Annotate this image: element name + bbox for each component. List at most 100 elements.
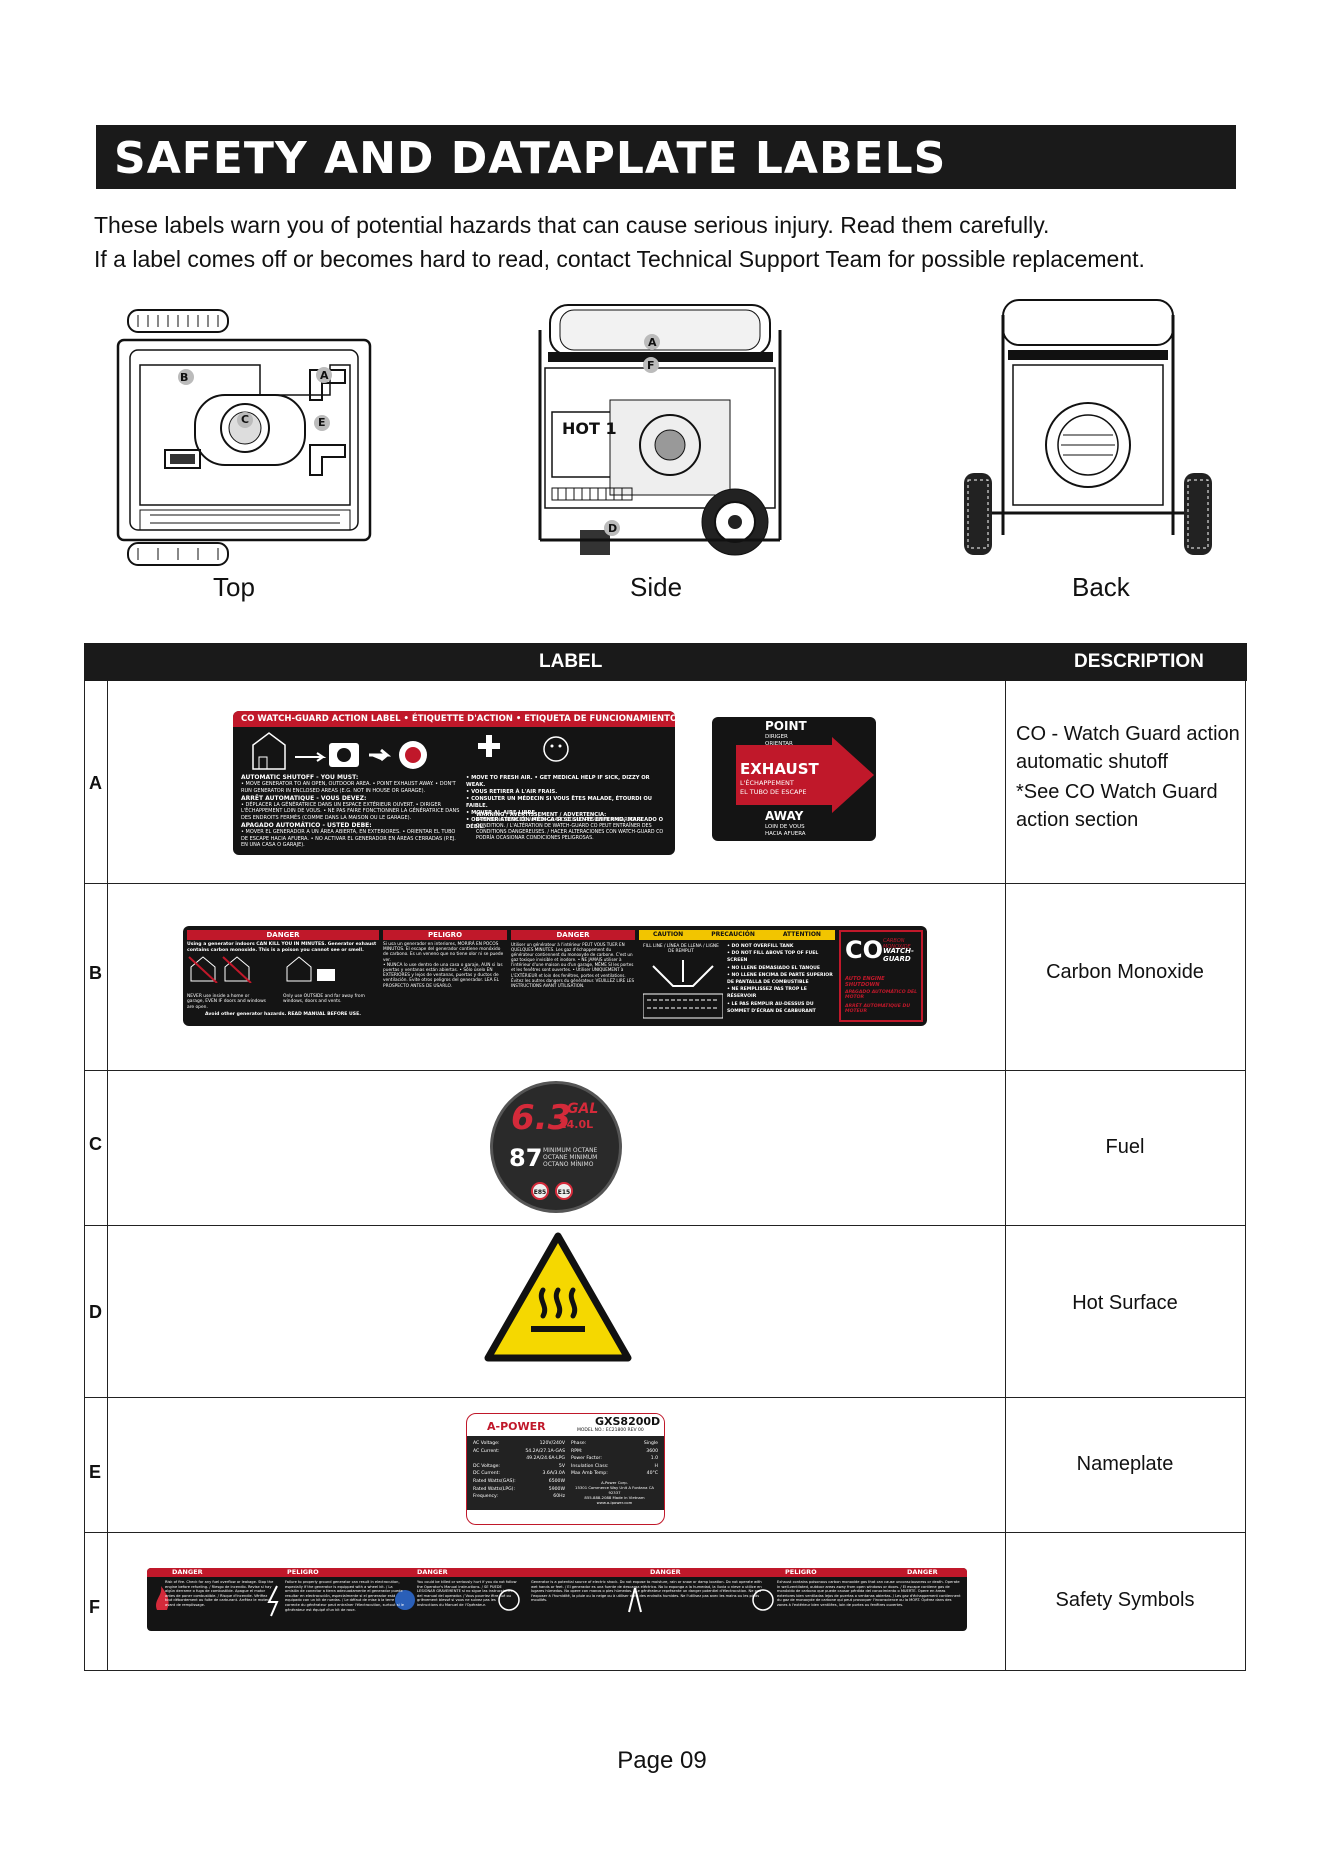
- label-b-caution-header: CAUTION PRECAUCIÓN ATTENTION: [639, 930, 835, 940]
- label-b-apagado: APAGADO AUTOMÁTICO DEL MOTOR: [845, 990, 918, 1000]
- label-a-bullets: • MOVE TO FRESH AIR. • GET MEDICAL HELP …: [466, 775, 670, 831]
- label-b-attention: ATTENTION: [782, 931, 821, 938]
- spec-row: Frequency:60Hz: [473, 1493, 565, 1501]
- view-label-top: Top: [213, 572, 255, 602]
- carbon-monoxide-label: DANGER Using a generator indoors CAN KIL…: [183, 926, 927, 1026]
- spec-value: 1.0: [650, 1456, 658, 1462]
- label-f-text-5: Exhaust contains poisonous carbon monoxi…: [777, 1580, 961, 1607]
- label-f-header-5: PELIGRO: [785, 1568, 817, 1576]
- nameplate-company-block: A-Power Corp. 15301 Commerce Way Unit A …: [571, 1480, 658, 1505]
- label-b-caution-line: • LE PAS REMPLIR AU-DESSUS DU SOMMET D'É…: [727, 1001, 816, 1014]
- label-b-danger-fr-panel: DANGER Utiliser un générateur à l'intéri…: [511, 930, 635, 1022]
- exhaust-arrow: [736, 737, 874, 813]
- grid-line: [1245, 681, 1246, 1671]
- view-label-back: Back: [1072, 572, 1130, 602]
- exhaust-point: POINT: [765, 719, 807, 733]
- spec-value: H: [654, 1463, 658, 1469]
- spec-row: Max Amb Temp:40°C: [571, 1470, 658, 1478]
- side-marker-d: D: [608, 522, 618, 535]
- label-column-header: LABEL: [539, 651, 603, 672]
- label-f-text-4: Generator is a potential source of elect…: [531, 1580, 762, 1603]
- label-b-peligro-text: Si usa un generador en interiores, MORIR…: [383, 942, 504, 963]
- exhaust-orientar: ORIENTAR: [765, 741, 793, 747]
- label-b-caution-line: • DO NOT FILL ABOVE TOP OF FUEL SCREEN: [727, 951, 819, 964]
- point-exhaust-away-label: POINT DIRIGER ORIENTAR EXHAUST L'ÉCHAPPE…: [712, 717, 876, 841]
- label-b-carbon-monoxide: CARBON MONOXIDE: [883, 938, 911, 950]
- spec-value: 3600: [646, 1448, 658, 1454]
- label-a-apagado-title: APAGADO AUTOMÁTICO - USTED DEBE:: [241, 822, 372, 830]
- label-b-arret: ARRÊT AUTOMATIQUE DU MOTEUR: [845, 1004, 911, 1014]
- label-f-header-1: DANGER: [172, 1568, 203, 1576]
- spec-row: RPM: 3600: [571, 1448, 658, 1456]
- row-letter-d: D: [89, 1302, 102, 1322]
- label-a-bullet: • MOVE TO FRESH AIR. • GET MEDICAL HELP …: [466, 775, 650, 788]
- spec-value: Single: [643, 1441, 658, 1446]
- description-column-header: DESCRIPTION: [1074, 651, 1204, 672]
- page-number: Page 09: [617, 1747, 707, 1774]
- side-marker-f: F: [647, 359, 655, 372]
- label-f-header-6: DANGER: [907, 1568, 938, 1576]
- exhaust-echap: L'ÉCHAPPEMENT: [740, 779, 794, 787]
- description-c: Fuel: [1105, 1136, 1145, 1158]
- spec-row: 49.2A/24.6A-LPG: [473, 1455, 565, 1463]
- spec-key: Power Factor:: [571, 1456, 602, 1462]
- label-b-precaucion: PRECAUCIÓN: [711, 931, 755, 938]
- exhaust-loin: LOIN DE VOUS: [765, 824, 805, 830]
- nameplate-web: www.a-ipower.com: [596, 1500, 633, 1505]
- spec-row: Power Factor: 1.0: [571, 1455, 658, 1463]
- fuel-octane-fr: OCTANE MINIMUM: [543, 1154, 598, 1161]
- spec-value: 5900W: [548, 1486, 565, 1492]
- safety-symbols-label: DANGER PELIGRO DANGER DANGER PELIGRO DAN…: [147, 1568, 967, 1631]
- top-marker-c: C: [241, 413, 250, 426]
- spec-key: Phase:: [571, 1441, 587, 1446]
- label-b-danger-fr-text: Utiliser un générateur à l'intérieur PEU…: [511, 942, 635, 988]
- label-a-shutoff-title: AUTOMATIC SHUTOFF - YOU MUST:: [241, 774, 359, 781]
- label-b-house-icons: [188, 956, 335, 984]
- nameplate-specs-left: AC Voltage:120V/240V AC Current:54.2A/27…: [473, 1440, 565, 1501]
- spec-key: DC Voltage:: [473, 1463, 500, 1469]
- fuel-octane-es: OCTANO MÍNIMO: [543, 1161, 594, 1168]
- label-a-arret-text: • DÉPLACER LA GÉNÉRATRICE DANS UN ESPACE…: [241, 802, 460, 821]
- grid-line: [1005, 681, 1006, 1671]
- fuel-liters: 24.0L: [559, 1118, 594, 1131]
- label-a-warning-text: TAMPERING WITH CO WATCH-GUARD COULD RESU…: [476, 818, 664, 841]
- nameplate-model-no: MODEL NO.: EC21800 REV 00: [577, 1428, 644, 1433]
- hot-surface-label: [483, 1230, 633, 1370]
- spec-value: 54.2A/27.1A-GAS: [525, 1448, 565, 1454]
- description-a-line-2: automatic shutoff: [1016, 751, 1168, 773]
- intro-line-1: These labels warn you of potential hazar…: [94, 212, 1050, 238]
- fuel-e15-icon: E15: [555, 1182, 573, 1200]
- spec-key: DC Current:: [473, 1471, 501, 1477]
- label-a-banner: CO WATCH-GUARD ACTION LABEL • ÉTIQUETTE …: [233, 711, 675, 727]
- label-b-caution-list: • DO NOT OVERFILL TANK • DO NOT FILL ABO…: [727, 943, 835, 1015]
- description-e: Nameplate: [1076, 1453, 1174, 1475]
- grid-line: [84, 1670, 1246, 1671]
- label-f-header-3: DANGER: [417, 1568, 448, 1576]
- label-f-header-2: PELIGRO: [287, 1568, 319, 1576]
- label-b-peligro-bullets: • NUNCA lo use dentro de una casa o gara…: [383, 962, 503, 989]
- grid-line: [107, 681, 108, 1671]
- table-header: LABEL DESCRIPTION: [84, 643, 1247, 681]
- back-view-diagram: [958, 295, 1218, 565]
- nameplate-address: 15301 Commerce Way Unit A Fontana CA 923…: [575, 1485, 654, 1495]
- page-title: SAFETY AND DATAPLATE LABELS: [114, 133, 947, 184]
- label-b-co-panel: CO CARBON MONOXIDE WATCH-GUARD AUTO ENGI…: [839, 930, 923, 1022]
- label-b-caution-line: • NE REMPLISSEZ PAS TROP LE RÉSERVOIR: [727, 987, 807, 1000]
- label-a-bullet: • CONSULTER UN MÉDECIN SI VOUS ÊTES MALA…: [466, 796, 652, 809]
- spec-value: 120V/240V: [539, 1441, 565, 1446]
- grid-line: [84, 1532, 1246, 1533]
- description-a-line-1: CO - Watch Guard action: [1016, 723, 1240, 745]
- label-a-warning-block: WARNING / AVERTISSEMENT / ADVERTENCIA: T…: [476, 812, 670, 842]
- row-letter-c: C: [89, 1134, 102, 1154]
- fuel-unit: GAL: [567, 1101, 599, 1117]
- label-f-text-3: You could be killed or seriously hurt if…: [417, 1580, 517, 1607]
- description-f: Safety Symbols: [1055, 1589, 1195, 1611]
- spec-key: Frequency:: [473, 1494, 498, 1500]
- side-view-diagram: [530, 300, 800, 570]
- spec-key: RPM:: [571, 1448, 583, 1454]
- fuel-octane-en: MINIMUM OCTANE: [543, 1147, 598, 1154]
- label-a-arret-title: ARRÊT AUTOMATIQUE - VOUS DEVEZ:: [241, 794, 367, 802]
- fuel-capacity: 6.3: [511, 1098, 572, 1138]
- intro-line-2: If a label comes off or becomes hard to …: [94, 246, 1145, 272]
- top-marker-b: B: [180, 371, 189, 384]
